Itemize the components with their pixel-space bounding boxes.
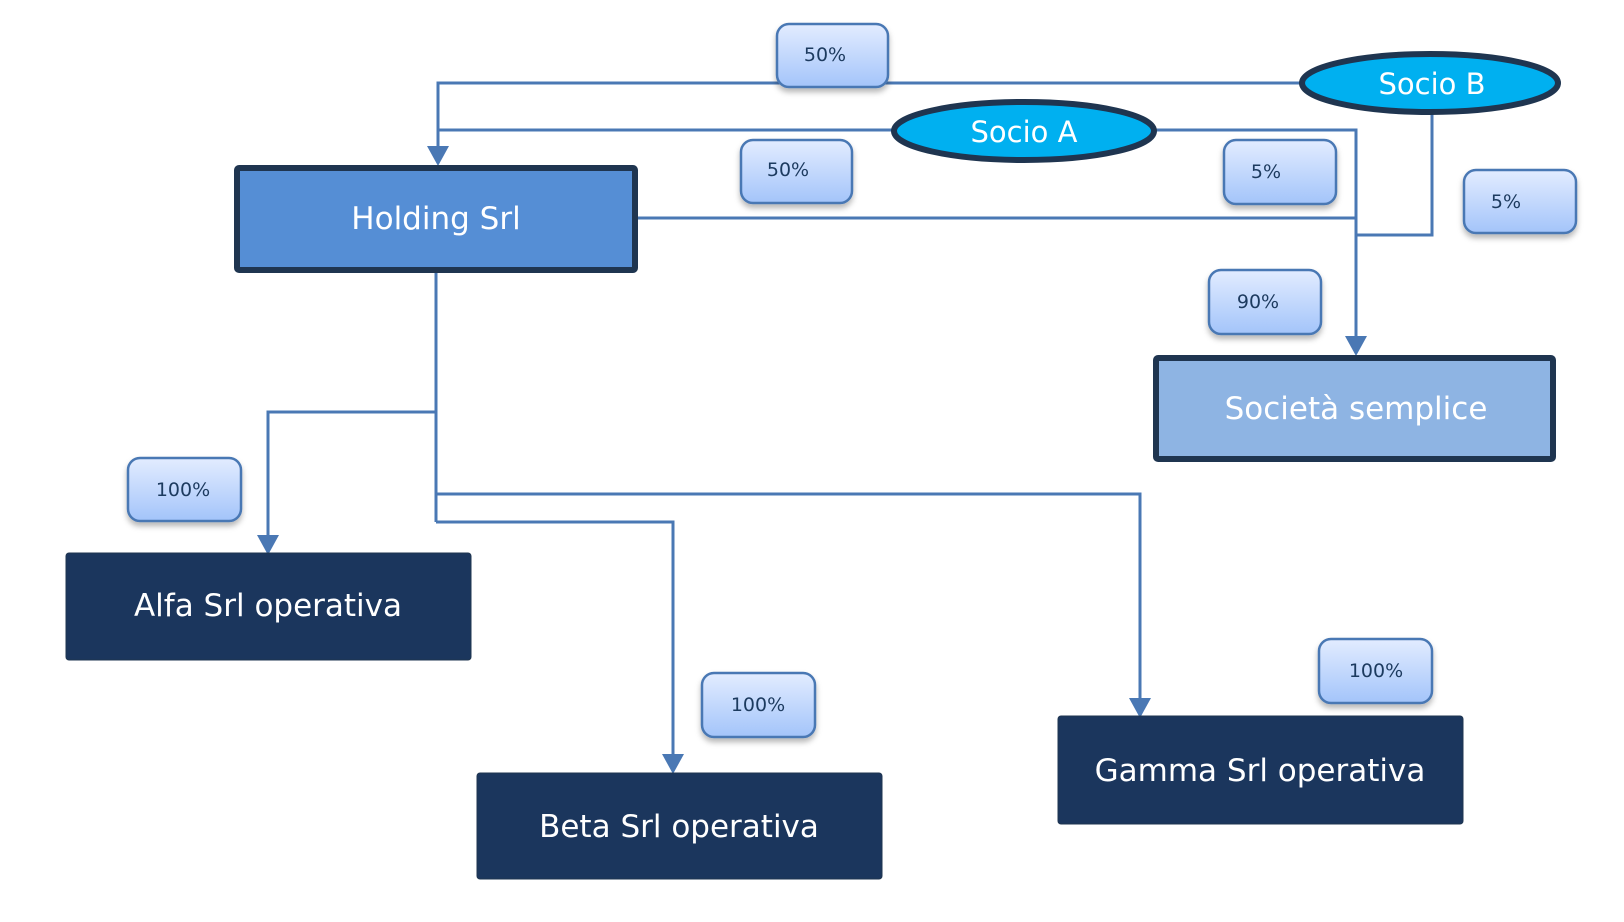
arrowhead-alfa bbox=[257, 535, 279, 555]
arrowhead-societa bbox=[1345, 336, 1367, 356]
node-holding[interactable]: Holding Srl bbox=[234, 165, 638, 273]
arrowhead-holding bbox=[427, 146, 449, 166]
node-alfa[interactable]: Alfa Srl operativa bbox=[65, 552, 472, 661]
svg-text:50%: 50% bbox=[767, 159, 809, 181]
alfa-label: Alfa Srl operativa bbox=[134, 588, 402, 624]
arrowhead-gamma bbox=[1129, 698, 1151, 718]
beta-label: Beta Srl operativa bbox=[539, 809, 819, 845]
edge-socio-a-societa bbox=[1156, 128, 1358, 337]
node-societa-semplice[interactable]: Società semplice bbox=[1153, 355, 1556, 462]
svg-text:100%: 100% bbox=[1349, 660, 1403, 682]
node-gamma[interactable]: Gamma Srl operativa bbox=[1057, 715, 1464, 825]
share-label-socio-b-societa: 5% bbox=[1462, 168, 1578, 235]
svg-text:5%: 5% bbox=[1491, 191, 1521, 213]
gamma-label: Gamma Srl operativa bbox=[1095, 753, 1426, 789]
share-label-socio-a-societa: 5% bbox=[1222, 138, 1338, 206]
edge-socio-b-societa bbox=[1356, 112, 1434, 237]
edge-holding-alfa bbox=[266, 410, 436, 536]
share-label-socio-a-holding: 50% bbox=[739, 138, 854, 205]
svg-text:50%: 50% bbox=[804, 44, 846, 66]
share-label-holding-beta: 100% bbox=[700, 671, 817, 739]
holding-label: Holding Srl bbox=[351, 201, 520, 237]
edge-holding-gamma bbox=[436, 492, 1142, 699]
share-label-holding-gamma: 100% bbox=[1317, 637, 1434, 705]
node-socio-a[interactable]: Socio A bbox=[891, 99, 1157, 163]
socio-b-label: Socio B bbox=[1378, 67, 1485, 101]
svg-text:90%: 90% bbox=[1237, 291, 1279, 313]
edge-socio-b-holding bbox=[436, 81, 1300, 148]
svg-text:5%: 5% bbox=[1251, 161, 1281, 183]
edge-holding-beta bbox=[436, 520, 675, 755]
share-label-holding-alfa: 100% bbox=[126, 456, 243, 523]
share-label-holding-societa: 90% bbox=[1207, 268, 1323, 336]
svg-text:100%: 100% bbox=[156, 479, 210, 501]
societa-label: Società semplice bbox=[1225, 391, 1488, 427]
share-label-socio-b-holding: 50% bbox=[775, 22, 890, 89]
socio-a-label: Socio A bbox=[971, 115, 1078, 149]
node-socio-b[interactable]: Socio B bbox=[1299, 51, 1561, 115]
svg-text:100%: 100% bbox=[731, 694, 785, 716]
node-beta[interactable]: Beta Srl operativa bbox=[476, 772, 883, 880]
arrowhead-beta bbox=[662, 754, 684, 774]
